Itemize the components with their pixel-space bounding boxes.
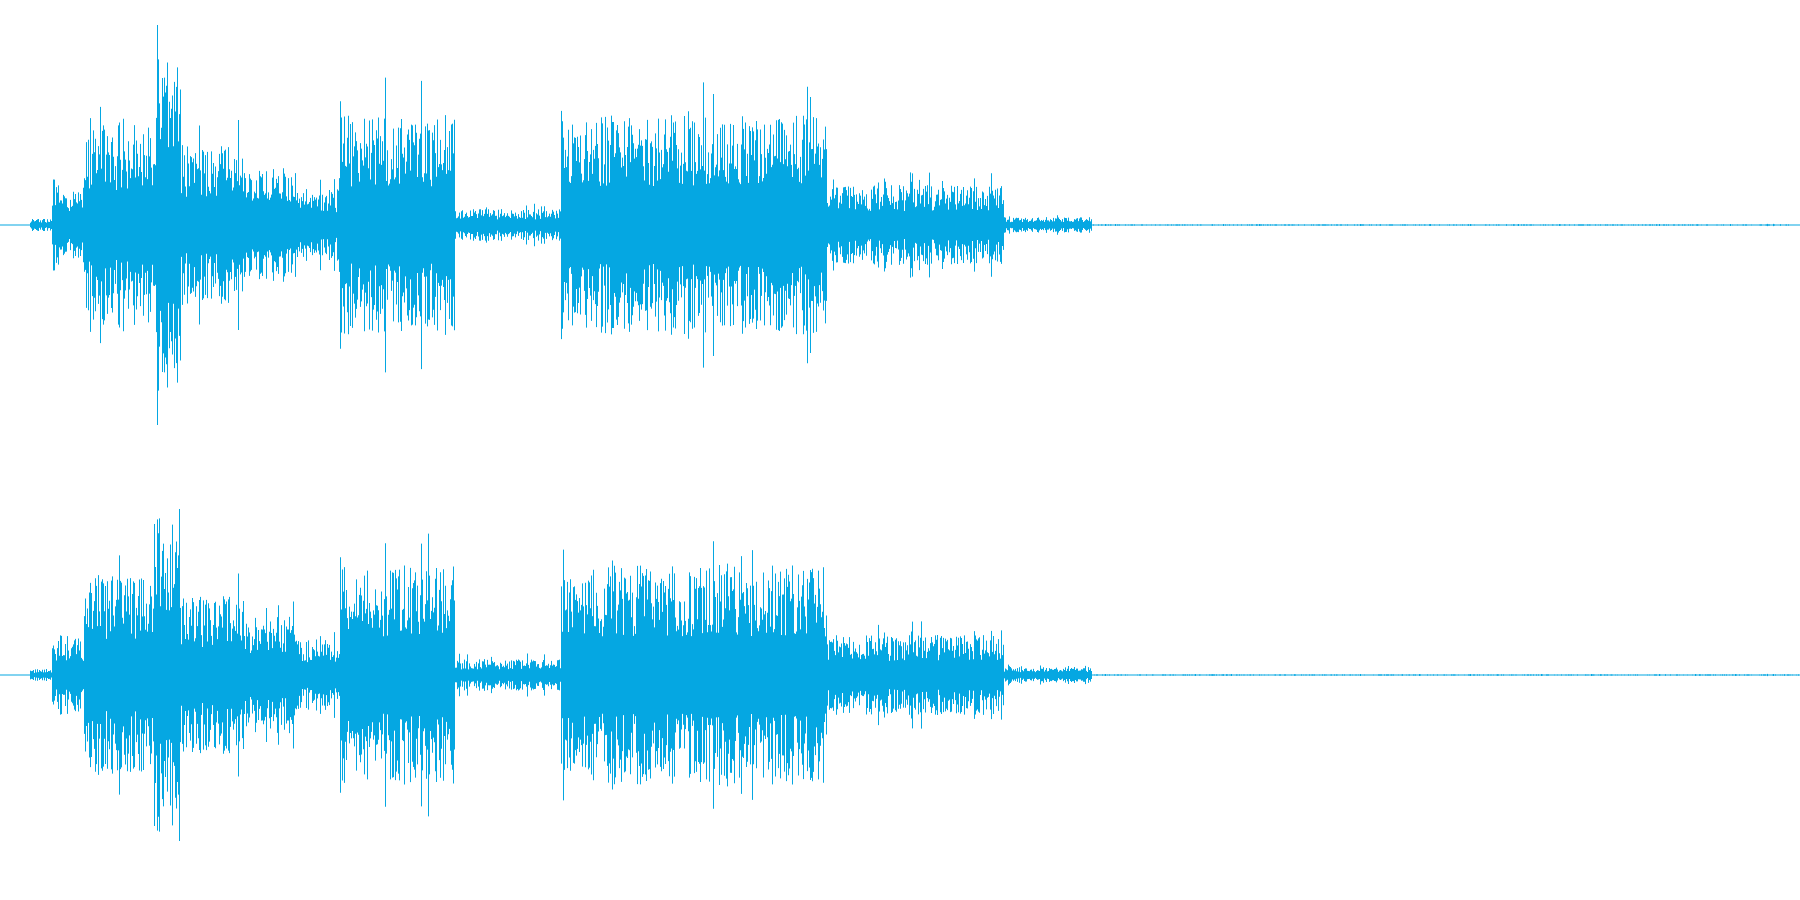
waveform-channel-2-graph [0,450,1800,900]
waveform-samples [30,25,1789,425]
waveform-trace [30,25,1789,425]
waveform-samples [30,509,1799,841]
waveform-trace [30,509,1799,841]
waveform-channel-1-graph [0,25,1800,425]
waveform-channel-1 [0,25,1800,425]
waveform-channel-2 [0,450,1800,900]
